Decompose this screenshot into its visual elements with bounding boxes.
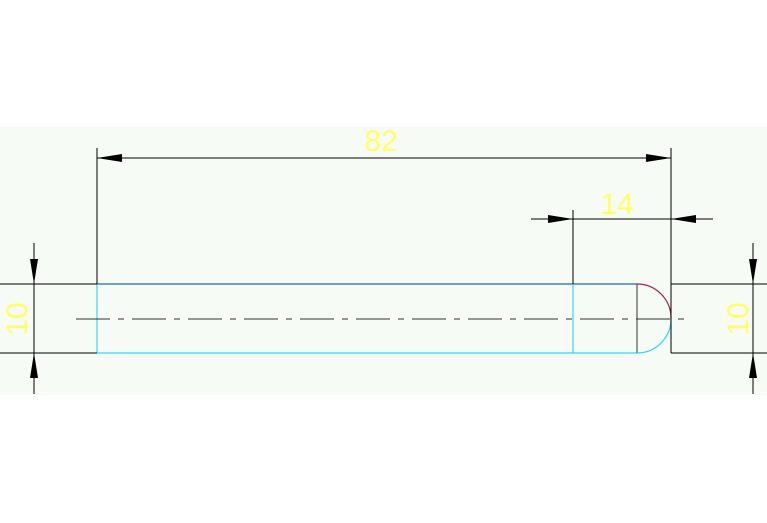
dimension-text-10-left: 10	[1, 302, 34, 335]
dimension-text-14: 14	[600, 188, 633, 221]
dimension-text-10-right: 10	[722, 302, 755, 335]
dimension-diameter-left: 10	[0, 243, 97, 394]
dimension-diameter-right: 10	[671, 243, 767, 394]
tip-arc-lower	[636, 317, 672, 354]
arrowhead-14-left	[548, 215, 573, 223]
arrowhead-10-right-bottom	[749, 353, 757, 378]
tip-arc-upper	[636, 283, 672, 319]
arrowhead-10-left-bottom	[30, 353, 38, 378]
drawing-area-background	[0, 127, 767, 395]
dimension-overall-length: 82	[96, 125, 672, 353]
arrowhead-10-right-top	[749, 259, 757, 284]
arrowhead-10-left-top	[30, 259, 38, 284]
arrowhead-82-right	[646, 154, 671, 162]
arrowhead-14-right	[671, 215, 696, 223]
dimension-tip-length: 14	[531, 188, 713, 284]
dimension-text-82: 82	[364, 125, 397, 158]
arrowhead-82-left	[97, 154, 122, 162]
